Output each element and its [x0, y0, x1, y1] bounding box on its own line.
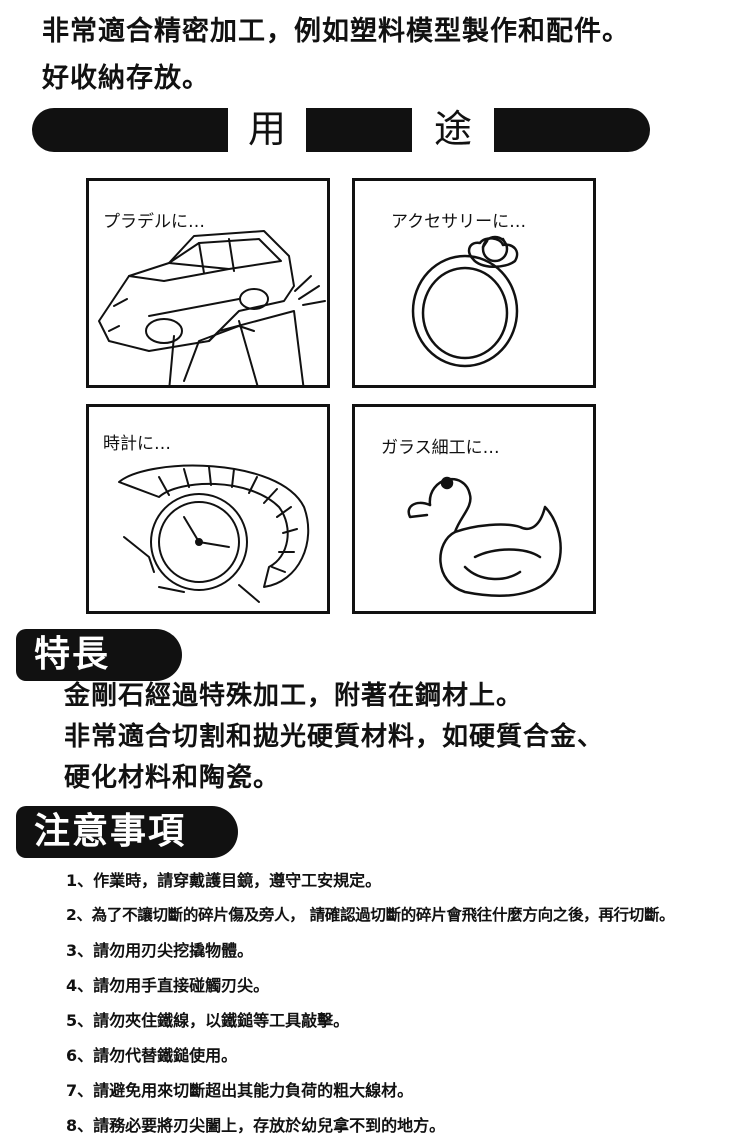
panel-caption: プラデルに…	[103, 212, 205, 232]
notice-item: 8、請務必要將刃尖闔上，存放於幼兒拿不到的地方。	[66, 1116, 446, 1135]
usage-panel-model: プラデルに…	[86, 178, 330, 388]
usage-panel-glass: ガラス細工に…	[352, 404, 596, 614]
notice-item: 1、作業時，請穿戴護目鏡，遵守工安規定。	[66, 871, 382, 890]
usage-banner: 用 途	[32, 104, 650, 154]
usage-title-char: 途	[412, 104, 494, 154]
usage-panel-watch: 時計に…	[86, 404, 330, 614]
panel-caption: アクセサリーに…	[391, 212, 527, 232]
glass-duck-illustration	[407, 476, 562, 597]
notice-item: 6、請勿代替鐵鎚使用。	[66, 1046, 238, 1065]
notice-item: 4、請勿用手直接碰觸刃尖。	[66, 976, 270, 995]
watch-illustration	[118, 464, 310, 603]
intro-line: 好收納存放。	[42, 63, 210, 94]
usage-title-char: 用	[228, 104, 306, 154]
notice-item: 7、請避免用來切斷超出其能力負荷的粗大線材。	[66, 1081, 414, 1100]
usage-panel-accessory: アクセサリーに…	[352, 178, 596, 388]
features-heading: 特長	[16, 629, 182, 681]
notices-heading: 注意事項	[16, 806, 238, 858]
notice-item: 3、請勿用刃尖挖撬物體。	[66, 941, 254, 960]
panel-caption: 時計に…	[103, 434, 171, 454]
feature-line: 硬化材料和陶瓷。	[64, 763, 281, 793]
intro-text: 非常適合精密加工，例如塑料模型製作和配件。 好收納存放。	[42, 8, 732, 102]
ring-illustration	[411, 235, 519, 368]
panel-caption: ガラス細工に…	[381, 438, 500, 458]
feature-line: 金剛石經過特殊加工，附著在鋼材上。	[64, 681, 524, 711]
notices-list: 1、作業時，請穿戴護目鏡，遵守工安規定。 2、為了不讓切斷的碎片傷及旁人， 請確…	[66, 863, 738, 1143]
feature-line: 非常適合切割和拋光硬質材料，如硬質合金、	[64, 722, 605, 752]
notice-item: 2、為了不讓切斷的碎片傷及旁人， 請確認過切斷的碎片會飛往什麼方向之後，再行切斷…	[66, 906, 675, 924]
intro-line: 非常適合精密加工，例如塑料模型製作和配件。	[42, 16, 630, 47]
features-text: 金剛石經過特殊加工，附著在鋼材上。 非常適合切割和拋光硬質材料，如硬質合金、 硬…	[64, 676, 734, 799]
model-car-illustration	[98, 230, 326, 385]
notice-item: 5、請勿夾住鐵線，以鐵鎚等工具敲擊。	[66, 1011, 350, 1030]
